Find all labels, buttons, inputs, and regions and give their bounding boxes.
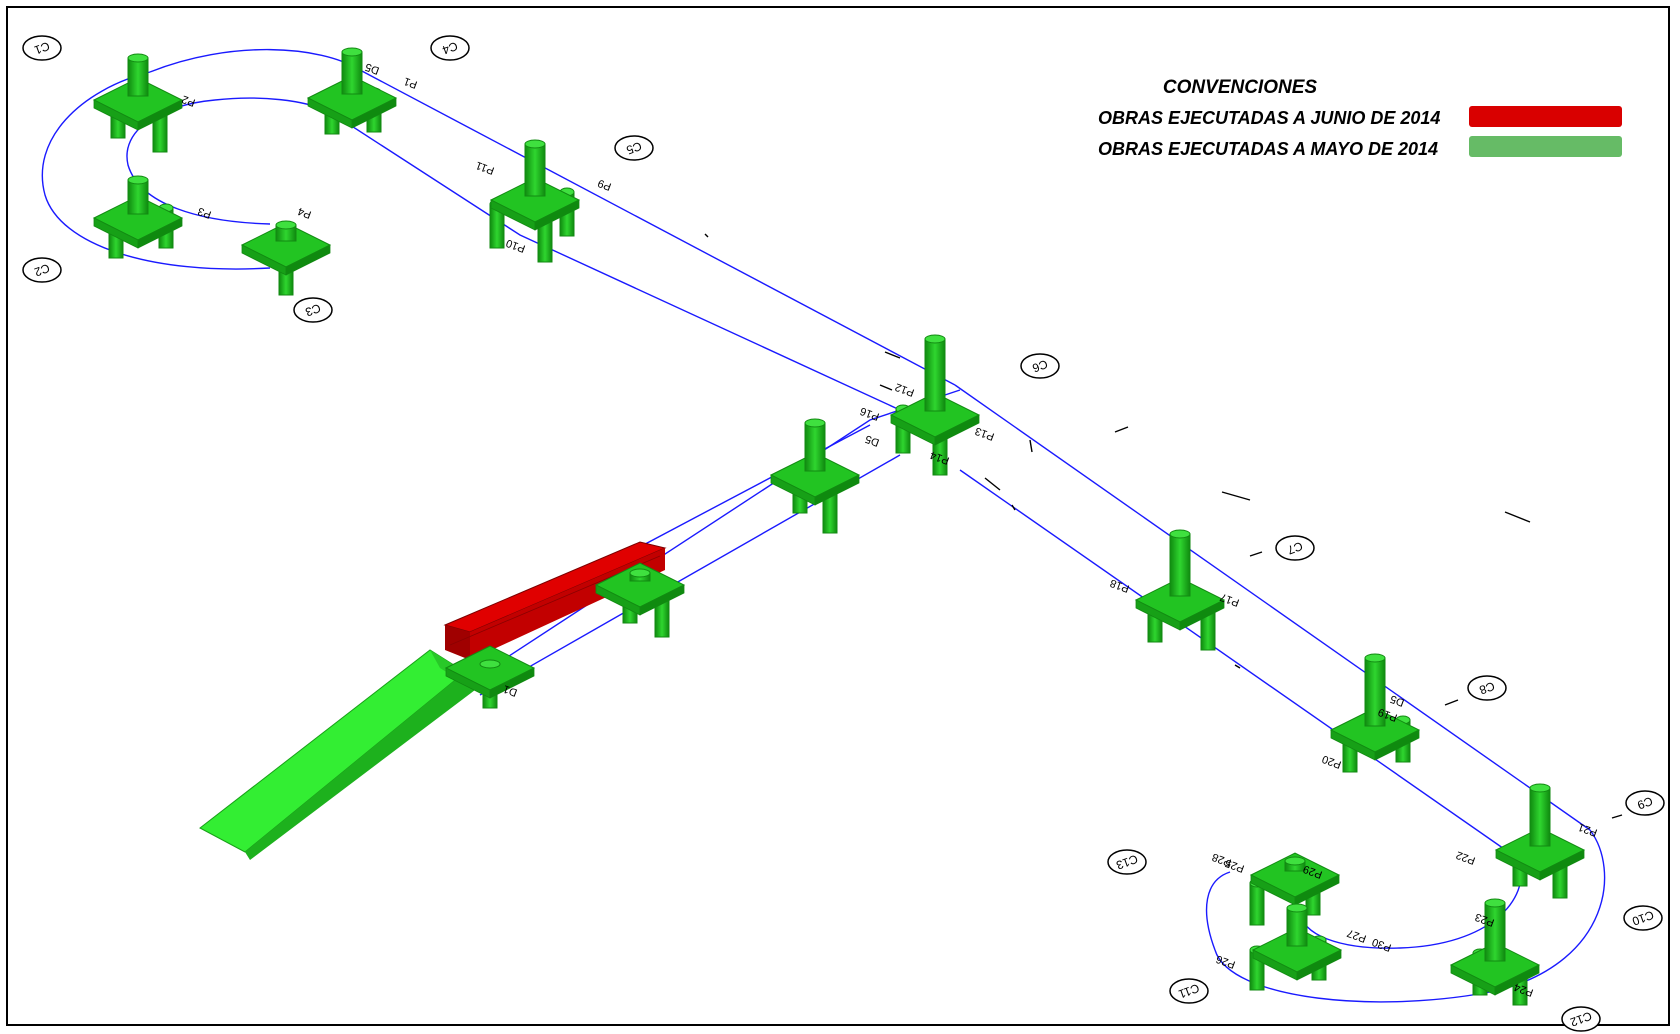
column	[1364, 653, 1386, 727]
tag-d5: D5	[1389, 692, 1406, 708]
tag-p3: P3	[196, 205, 213, 221]
pile-cap	[92, 195, 184, 249]
legend-swatch-june	[1469, 106, 1622, 127]
callout-c12: C12	[1561, 1006, 1601, 1032]
callout-label: C9	[1635, 794, 1655, 813]
tag-p20: P20	[1321, 752, 1344, 770]
callout-label: C3	[303, 301, 323, 320]
column	[127, 53, 149, 97]
column	[479, 659, 501, 669]
callout-label: C6	[1030, 357, 1050, 376]
pile-cap	[889, 392, 981, 446]
structure-clusters	[92, 47, 1586, 1006]
callout-c3: C3	[293, 297, 333, 323]
tag-p22: P22	[1455, 848, 1478, 866]
column	[1169, 529, 1191, 597]
legend-title: CONVENCIONES	[1163, 77, 1317, 98]
tag-p30: P30	[1371, 935, 1394, 953]
tag-p9: P9	[596, 177, 613, 193]
callout-c13: C13	[1107, 849, 1147, 875]
legend-swatch-may	[1469, 136, 1622, 157]
tag-d5: D5	[864, 432, 881, 448]
tag-p13: P13	[974, 424, 997, 442]
callout-label: C2	[32, 261, 52, 280]
column	[275, 220, 297, 242]
callout-label: C5	[624, 139, 644, 158]
callout-c5: C5	[614, 135, 654, 161]
callout-c4: C4	[430, 35, 470, 61]
tag-p1: P1	[402, 75, 419, 91]
callout-label: C7	[1285, 539, 1305, 558]
pile-cap	[1494, 827, 1586, 881]
callout-c6: C6	[1020, 353, 1060, 379]
callout-c2: C2	[22, 257, 62, 283]
tag-p12: P12	[894, 380, 917, 398]
column	[127, 175, 149, 215]
pile-cap	[1329, 707, 1421, 761]
column	[1529, 783, 1551, 847]
tag-p21: P21	[1577, 820, 1600, 838]
green-ramp	[199, 649, 475, 860]
tag-p14: P14	[929, 448, 952, 466]
callout-c11: C11	[1169, 978, 1209, 1004]
pile-cap	[1449, 942, 1541, 996]
tag-p2: P2	[180, 93, 197, 109]
tag-p16: P16	[859, 404, 882, 422]
tick-marks	[704, 233, 1623, 819]
pile-cap	[92, 77, 184, 131]
pile-cap	[769, 452, 861, 506]
tag-p26: P26	[1215, 952, 1238, 970]
legend: CONVENCIONES OBRAS EJECUTADAS A JUNIO DE…	[1098, 77, 1622, 159]
column	[1286, 903, 1308, 947]
column	[524, 139, 546, 197]
callout-label: C1	[32, 39, 52, 58]
callout-label: C4	[440, 39, 460, 58]
callout-c10: C10	[1623, 905, 1663, 931]
legend-item-label-may: OBRAS EJECUTADAS A MAYO DE 2014	[1098, 139, 1438, 159]
tag-d1: D1	[502, 682, 519, 698]
pile-cap	[1134, 577, 1226, 631]
pile-cap	[1249, 852, 1341, 906]
callout-c8: C8	[1467, 675, 1507, 701]
drawing-frame	[6, 6, 1670, 1026]
column	[341, 47, 363, 95]
column	[1484, 898, 1506, 962]
pile-cap	[240, 222, 332, 276]
tag-p11: P11	[474, 159, 496, 177]
tag-d5: D5	[364, 60, 381, 76]
column	[924, 334, 946, 412]
callout-label: C8	[1477, 679, 1497, 698]
tag-p4: P4	[296, 205, 313, 221]
pile-cap	[306, 75, 398, 129]
column	[629, 568, 651, 582]
pile-cap	[489, 177, 581, 231]
pile-cap	[1251, 927, 1343, 981]
column	[1284, 856, 1306, 872]
legend-item-label-june: OBRAS EJECUTADAS A JUNIO DE 2014	[1098, 108, 1440, 128]
tag-p18: P18	[1109, 576, 1132, 594]
tag-p28: P28	[1211, 850, 1234, 868]
callout-label: C11	[1176, 981, 1201, 1001]
column	[804, 418, 826, 472]
callout-c9: C9	[1625, 790, 1665, 816]
callout-c7: C7	[1275, 535, 1315, 561]
tag-p27: P27	[1346, 926, 1369, 944]
callout-c1: C1	[22, 35, 62, 61]
tag-p10: P10	[505, 236, 528, 254]
pile-cap	[594, 562, 686, 616]
